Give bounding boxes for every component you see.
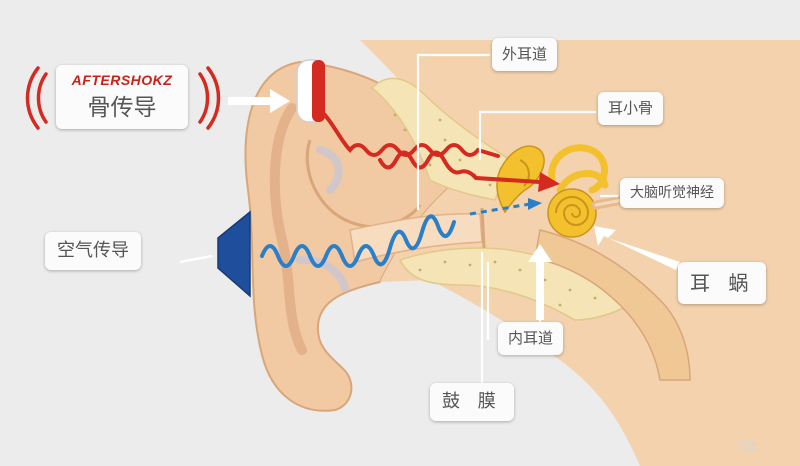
- sound-emission-arcs: [25, 66, 221, 130]
- auditory-nerve-label: 大脑听觉神经: [620, 178, 724, 208]
- eardrum-membrane: [480, 207, 486, 249]
- transducer-pointer-arrow: [228, 89, 290, 113]
- auricle-inner: [305, 139, 422, 228]
- eardrum-label: 鼓 膜: [430, 383, 514, 421]
- cochlea-label: 耳 蜗: [678, 262, 767, 304]
- aftershokz-brand: AFTERSHOKZ: [71, 72, 173, 88]
- bone-conduction-text: 骨传导: [87, 95, 157, 121]
- inner-canal-pointer-arrow: [528, 244, 552, 320]
- auricle-fold: [269, 103, 307, 355]
- air-label-pointer: [179, 254, 213, 264]
- bone-lower: [398, 247, 642, 321]
- ossicles-label: 耳小骨: [598, 92, 664, 125]
- bone-conduction-wave-2: [378, 150, 542, 184]
- cochlea-shape: [547, 188, 597, 238]
- air-conduction-label: 空气传导: [45, 232, 141, 270]
- air-conduction-wave: [260, 214, 456, 268]
- bone-texture: [393, 113, 597, 307]
- air-wave-arrowhead: [528, 198, 542, 210]
- ossicle-detail: [519, 159, 530, 187]
- watermark-logo: 亿欧: [738, 442, 758, 453]
- inner-canal-tube: [534, 229, 691, 381]
- bone-conduction-label: AFTERSHOKZ 骨传导: [56, 65, 188, 129]
- bone-wave-arrowhead: [538, 172, 560, 192]
- air-speaker: [217, 210, 251, 298]
- inner-ear-canal-label: 内耳道: [498, 322, 564, 355]
- semicircular-canals: [548, 144, 609, 194]
- auricle-highlight: [296, 146, 349, 292]
- cochlea-pointer-arrow: [594, 226, 680, 270]
- outer-ear-canal-label: 外耳道: [492, 38, 558, 71]
